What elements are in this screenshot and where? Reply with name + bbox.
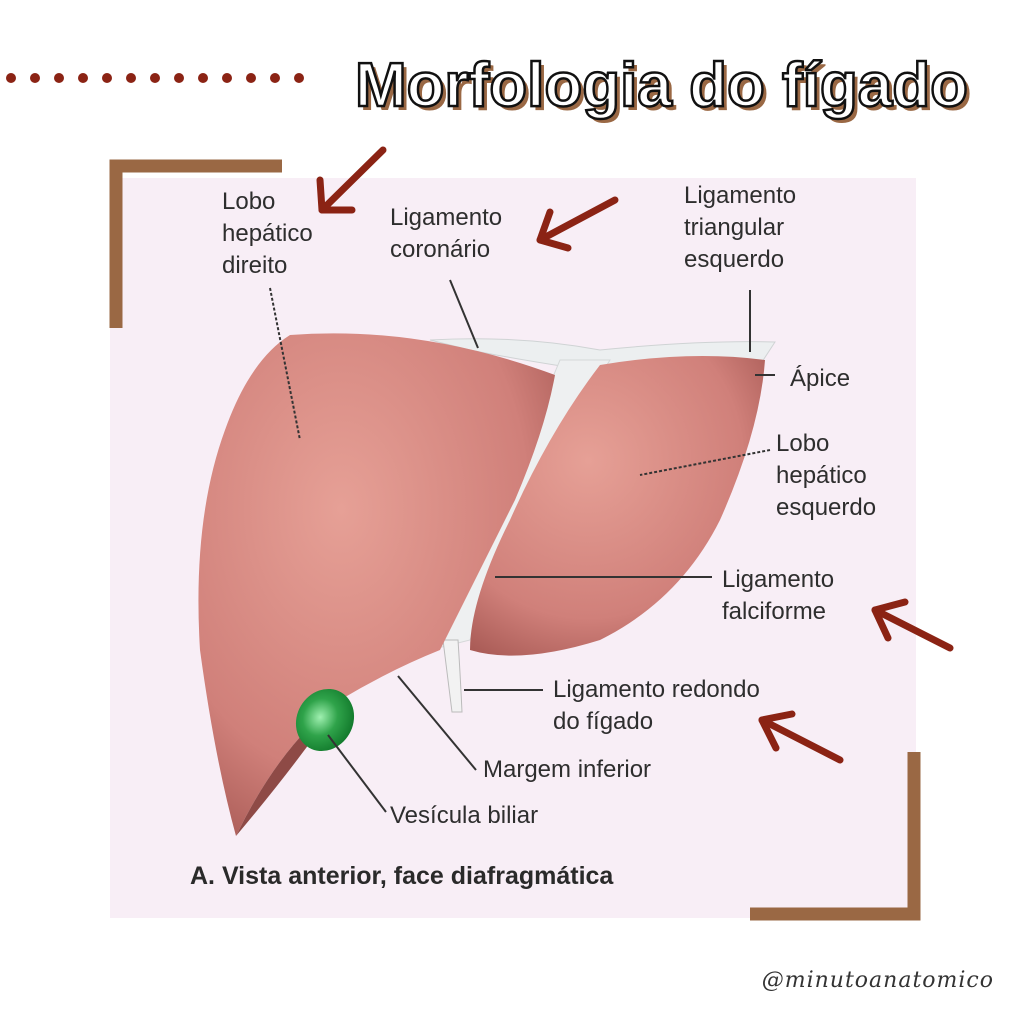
label-gallbladder: Vesícula biliar xyxy=(390,802,539,829)
leader-lines xyxy=(269,279,775,813)
label-triangular-ligament: Ligamento triangular esquerdo xyxy=(684,182,797,273)
bracket-bottom-right xyxy=(750,752,921,921)
arrow-icon xyxy=(316,146,387,214)
arrow-icon xyxy=(758,710,844,764)
right-lobe xyxy=(198,333,555,836)
left-lobe xyxy=(470,356,765,656)
label-round-ligament: Ligamento redondo do fígado xyxy=(553,676,760,735)
round-ligament xyxy=(442,639,463,713)
arrow-icon xyxy=(536,196,619,252)
label-apex: Ápice xyxy=(790,365,851,392)
label-coronary-ligament: Ligamento coronário xyxy=(390,204,503,263)
figure-caption: A. Vista anterior, face diafragmática xyxy=(190,862,614,890)
label-right-lobe: Lobo hepático direito xyxy=(222,188,313,279)
credit-handle: @minutoanatomico xyxy=(761,968,994,993)
bracket-top-left xyxy=(109,159,282,328)
page-title: Morfologia do fígado xyxy=(354,50,970,122)
arrow-icon xyxy=(871,598,954,652)
label-falciform-ligament: Ligamento falciforme xyxy=(722,566,835,625)
label-left-lobe: Lobo hepático esquerdo xyxy=(776,430,877,521)
coronary-ligament xyxy=(429,338,776,373)
gallbladder xyxy=(295,688,355,752)
dotted-line-decoration xyxy=(6,70,318,88)
label-inferior-margin: Margem inferior xyxy=(483,756,652,783)
